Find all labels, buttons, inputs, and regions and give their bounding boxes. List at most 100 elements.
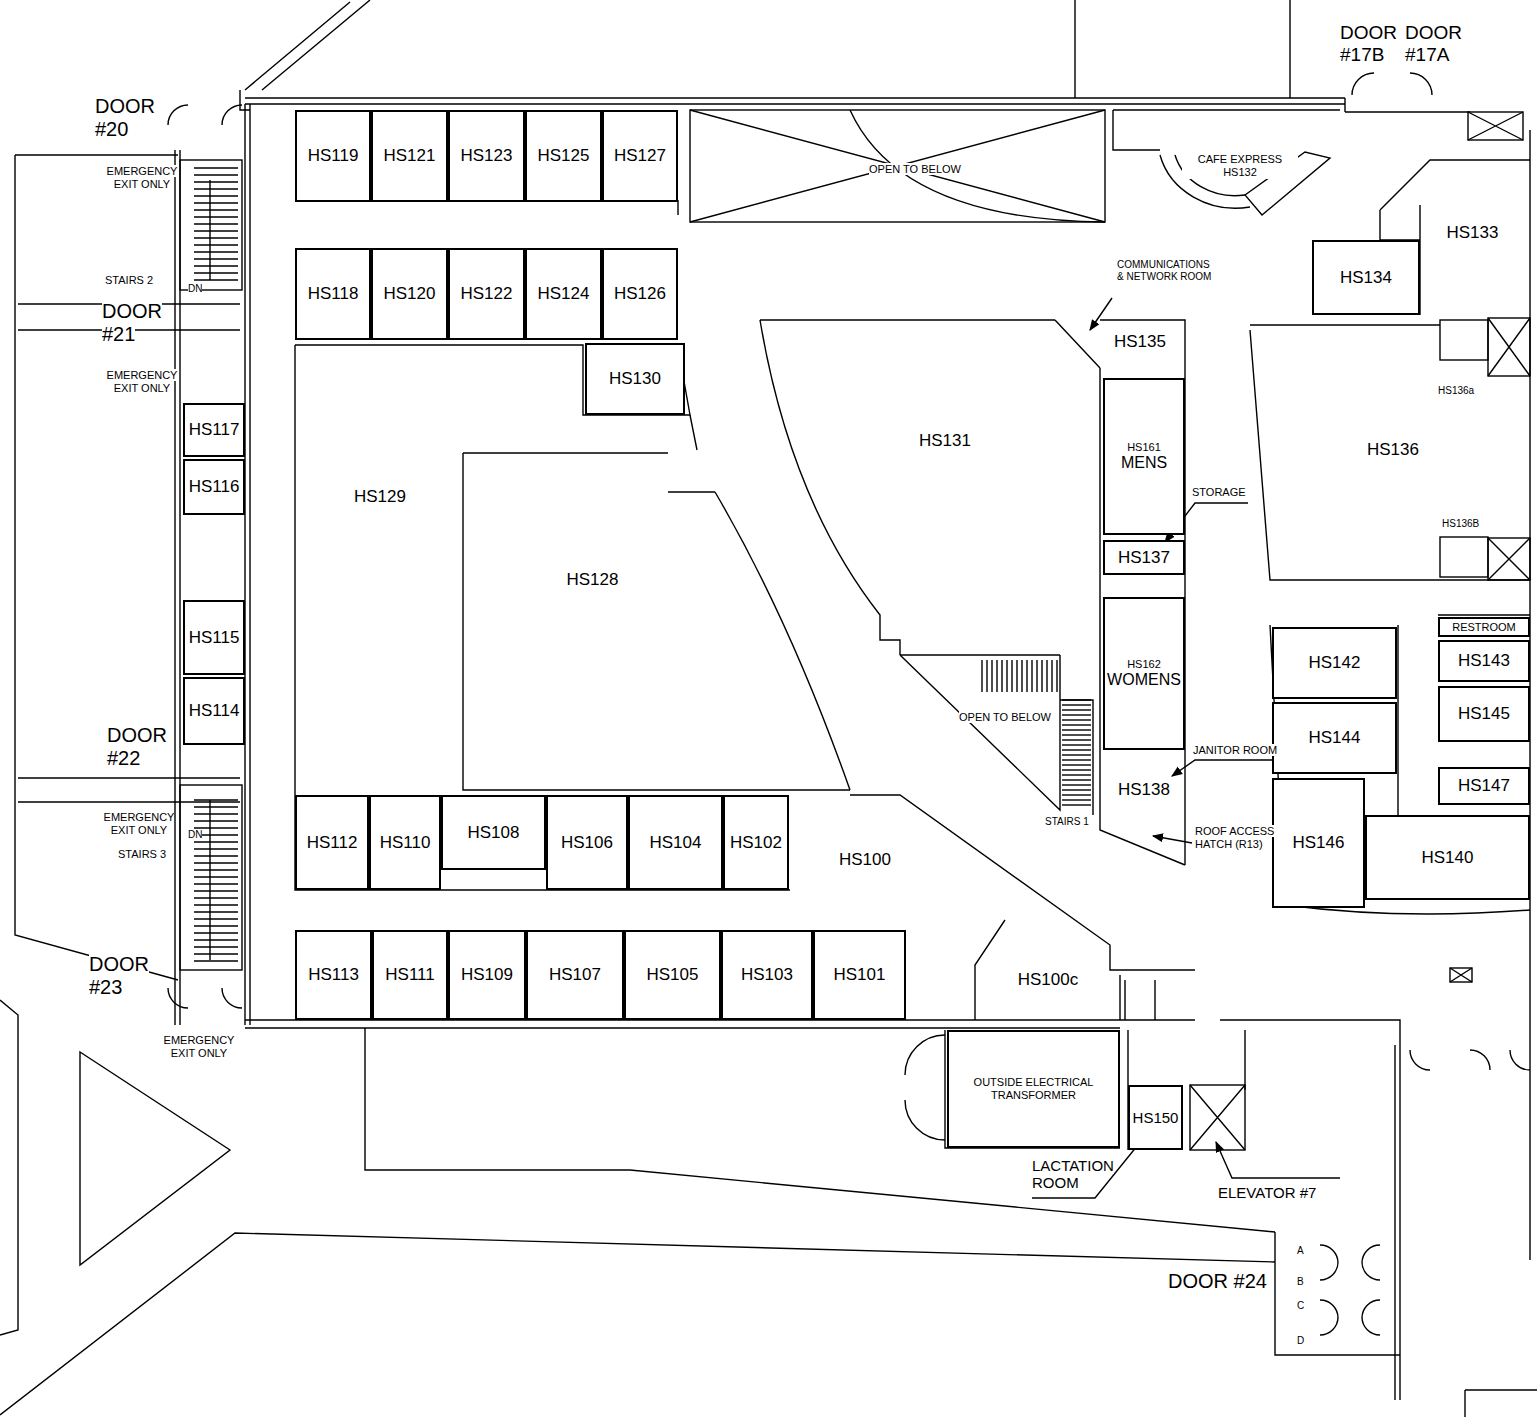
plan-label-text: DOOR #24 (1168, 1270, 1267, 1292)
elevator-symbol (1468, 112, 1523, 140)
plan-label-text: HS136a (1438, 385, 1474, 396)
room-box: HS122 (448, 248, 525, 340)
stair-step (1062, 789, 1091, 790)
room-box: HS128 (470, 462, 715, 698)
stair-step (1036, 660, 1037, 692)
room-label: OUTSIDE ELECTRICAL TRANSFORMER (951, 1076, 1116, 1101)
room-label: HS122 (460, 284, 514, 304)
room-box: HS114 (183, 677, 245, 745)
stair-step (194, 960, 238, 961)
plan-label-text: COMMUNICATIONS & NETWORK ROOM (1117, 259, 1211, 282)
room-label: HS109 (460, 965, 514, 985)
room-label: HS100 (838, 850, 892, 870)
room-label: HS138 (1117, 780, 1171, 800)
room-box: HS117 (183, 403, 245, 457)
wall-line (975, 920, 1155, 1020)
stair-outline (1060, 700, 1093, 815)
wall-line (1055, 320, 1185, 865)
plan-label: B (1297, 1276, 1311, 1288)
stair-step (194, 167, 238, 168)
stair-step (194, 813, 238, 814)
exterior-line (0, 1000, 18, 1335)
wall-line (245, 98, 1345, 104)
stair-step (1062, 709, 1091, 710)
room-label: HS100c (1017, 970, 1079, 990)
room-label: HS118 (307, 284, 360, 304)
exterior-line (80, 1052, 230, 1265)
plan-label: HS136a (1438, 385, 1488, 397)
plan-label: OPEN TO BELOW (940, 711, 1070, 724)
stair-step (1062, 749, 1091, 750)
room-label: HS129 (353, 487, 407, 507)
stair-step (1062, 764, 1091, 765)
room-label: CAFE EXPRESS HS132 (1182, 153, 1298, 178)
room-label: HS120 (383, 284, 437, 304)
room-label: HS140 (1421, 848, 1475, 868)
room-label: HS117 (188, 420, 241, 440)
room-box: HS135 (1095, 322, 1185, 362)
elevator-symbol (1190, 112, 1530, 1150)
leader-line (1153, 836, 1192, 843)
elevator-symbol (1488, 318, 1530, 376)
plan-label: OPEN TO BELOW (835, 163, 995, 176)
plan-label: EMERGENCY EXIT ONLY (100, 811, 178, 836)
elevator-symbol (1488, 318, 1530, 376)
plan-label: LACTATION ROOM (1032, 1157, 1122, 1192)
room-box: HS108 (441, 795, 546, 870)
elevator-symbol (1190, 1085, 1245, 1150)
room-box: HS101 (813, 930, 906, 1020)
plan-label-text: STAIRS 1 (1045, 816, 1089, 827)
plan-label-text: ROOF ACCESS HATCH (R13) (1195, 825, 1274, 850)
stair-step (194, 258, 238, 259)
stair-step (991, 660, 992, 692)
plan-label: DN (188, 283, 210, 295)
room-label: HS121 (383, 146, 437, 166)
room-box: HS134 (1312, 240, 1420, 315)
stair-step (1026, 660, 1027, 692)
stair-step (194, 939, 238, 940)
room-box: HS121 (371, 110, 448, 202)
room-box: HS150 (1128, 1085, 1183, 1150)
wall-line (175, 90, 1530, 1150)
room-label: HS106 (560, 833, 614, 853)
stair-step (194, 216, 238, 217)
stair-step (1062, 774, 1091, 775)
room-box: HS105 (624, 930, 721, 1020)
plan-label: D (1297, 1335, 1311, 1347)
door-swing (168, 988, 242, 1008)
stair-step (194, 209, 238, 210)
wall-line (295, 345, 790, 890)
room-box: HS136 (1262, 332, 1524, 568)
room-box: HS106 (546, 795, 628, 890)
room-label: HS123 (460, 146, 514, 166)
exterior-line (15, 155, 178, 980)
room-label: WOMENS (1106, 671, 1182, 689)
leader-line (1172, 760, 1282, 776)
room-box: HS127 (602, 110, 678, 202)
plan-label-text: DOOR #17B (1340, 22, 1397, 65)
room-box: HS103 (721, 930, 813, 1020)
wall-line (463, 453, 850, 790)
elevator-symbol (1190, 1085, 1245, 1150)
stair-step (1062, 804, 1091, 805)
plan-label: EMERGENCY EXIT ONLY (103, 369, 181, 394)
stair-step (194, 195, 238, 196)
room-box: HS125 (525, 110, 602, 202)
room-label: HS128 (566, 570, 620, 590)
plan-label-text: OPEN TO BELOW (869, 163, 961, 175)
room-label: HS143 (1457, 651, 1511, 671)
room-label: HS102 (729, 833, 783, 853)
room-box: HS161MENS (1103, 378, 1185, 535)
room-box: HS130 (585, 343, 685, 415)
plan-label-text: LACTATION ROOM (1032, 1157, 1114, 1191)
stair-step (1041, 660, 1042, 692)
door-swing (1410, 1050, 1530, 1070)
stair-step (1062, 714, 1091, 715)
stair-step (1046, 660, 1047, 692)
stair-step (194, 855, 238, 856)
stair-step (194, 806, 238, 807)
exterior-line (0, 1233, 1275, 1415)
wall-line (245, 1020, 1195, 1028)
plan-label-text: D (1297, 1335, 1304, 1346)
plan-label: C (1297, 1300, 1311, 1312)
